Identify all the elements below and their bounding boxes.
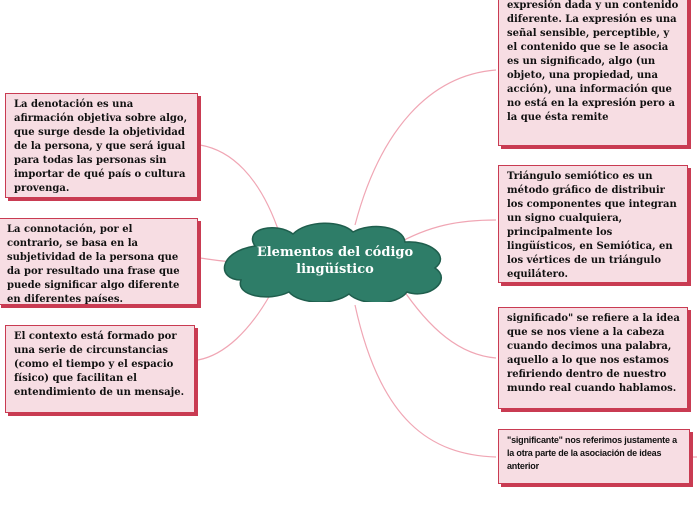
- link-denotacion: [199, 144, 281, 236]
- node-triangulo[interactable]: Triángulo semiótico es un método gráfico…: [498, 165, 688, 283]
- link-significado: [399, 284, 497, 359]
- node-significante[interactable]: "significante" nos referimos justamente …: [498, 429, 690, 484]
- link-significante: [354, 304, 497, 458]
- link-expresion: [354, 69, 497, 226]
- node-significado[interactable]: significado" se refiere a la idea que se…: [498, 307, 688, 409]
- central-topic-label: Elementos del código lingüístico: [256, 245, 414, 277]
- node-denotacion-text: La denotación es una afirmación objetiva…: [14, 99, 188, 194]
- node-expresion-text: expresión dada y un contenido diferente.…: [507, 0, 679, 123]
- link-triangulo: [394, 219, 497, 246]
- node-connotacion-text: La connotación, por el contrario, se bas…: [7, 224, 180, 305]
- node-expresion[interactable]: expresión dada y un contenido diferente.…: [498, 0, 688, 146]
- node-denotacion[interactable]: La denotación es una afirmación objetiva…: [5, 93, 198, 198]
- node-triangulo-text: Triángulo semiótico es un método gráfico…: [507, 171, 677, 280]
- node-significado-text: significado" se refiere a la idea que se…: [507, 313, 680, 394]
- cloud-shape: [223, 222, 443, 302]
- node-connotacion[interactable]: La connotación, por el contrario, se bas…: [0, 218, 198, 305]
- node-contexto-text: El contexto está formado por una serie d…: [14, 331, 185, 398]
- node-significante-text: "significante" nos referimos justamente …: [507, 435, 677, 471]
- link-contexto: [197, 294, 271, 361]
- node-contexto[interactable]: El contexto está formado por una serie d…: [5, 325, 195, 413]
- central-topic[interactable]: Elementos del código lingüístico: [215, 222, 455, 302]
